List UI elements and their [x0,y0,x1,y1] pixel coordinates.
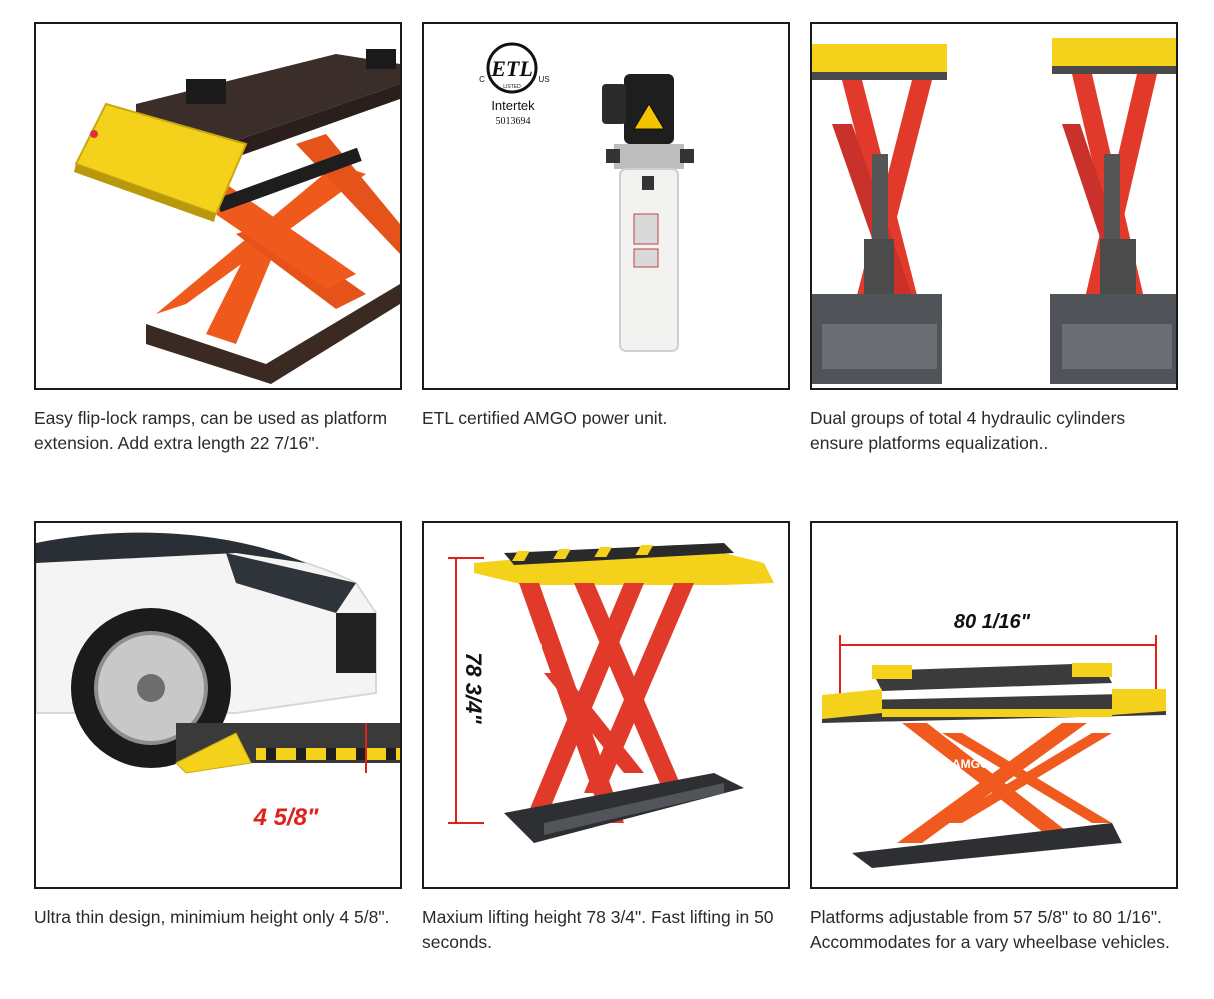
brand-label: AMGO [952,757,989,771]
product-card-flip-lock-ramps: Easy flip-lock ramps, can be used as pla… [34,22,402,456]
product-image-max-height[interactable]: AMGO 78 3/4" [422,521,790,889]
etl-org-text: Intertek [491,98,535,113]
dimension-label-max-height: 78 3/4" [461,652,486,724]
product-card-ultra-thin: 4 5/8" Ultra thin design, minimium heigh… [34,521,402,930]
dimension-label-platform-width: 80 1/16" [954,611,1031,633]
etl-number-text: 5013694 [496,116,531,127]
product-image-hydraulic-cylinders[interactable] [810,22,1178,390]
product-image-power-unit[interactable]: ETL C US LISTED Intertek 5013694 [422,22,790,390]
product-card-adjustable-platforms: 80 1/16" AMGO Platforms adjus [810,521,1178,955]
caption-adjustable-platforms: Platforms adjustable from 57 5/8" to 80 … [810,907,1170,952]
caption-ultra-thin: Ultra thin design, minimium height only … [34,907,390,927]
etl-c-text: C [479,75,485,84]
caption-max-height: Maxium lifting height 78 3/4". Fast lift… [422,907,774,952]
etl-certification-logo: ETL C US LISTED Intertek 5013694 [479,42,550,127]
product-image-flip-lock-ramps[interactable] [34,22,402,390]
etl-us-text: US [538,75,549,84]
caption-hydraulic-cylinders: Dual groups of total 4 hydraulic cylinde… [810,408,1126,453]
product-image-adjustable-platforms[interactable]: 80 1/16" AMGO [810,521,1178,889]
etl-listed-text: LISTED [503,84,521,90]
etl-mark-text: ETL [490,56,533,81]
product-image-ultra-thin[interactable]: 4 5/8" [34,521,402,889]
product-card-max-height: AMGO 78 3/4" Maxium lifting height 78 3/… [422,521,790,955]
product-card-power-unit: ETL C US LISTED Intertek 5013694 ETL cer… [422,22,790,431]
caption-power-unit: ETL certified AMGO power unit. [422,408,668,428]
dimension-label-min-height: 4 5/8" [253,804,319,831]
product-card-hydraulic-cylinders: Dual groups of total 4 hydraulic cylinde… [810,22,1178,456]
caption-flip-lock-ramps: Easy flip-lock ramps, can be used as pla… [34,408,388,453]
